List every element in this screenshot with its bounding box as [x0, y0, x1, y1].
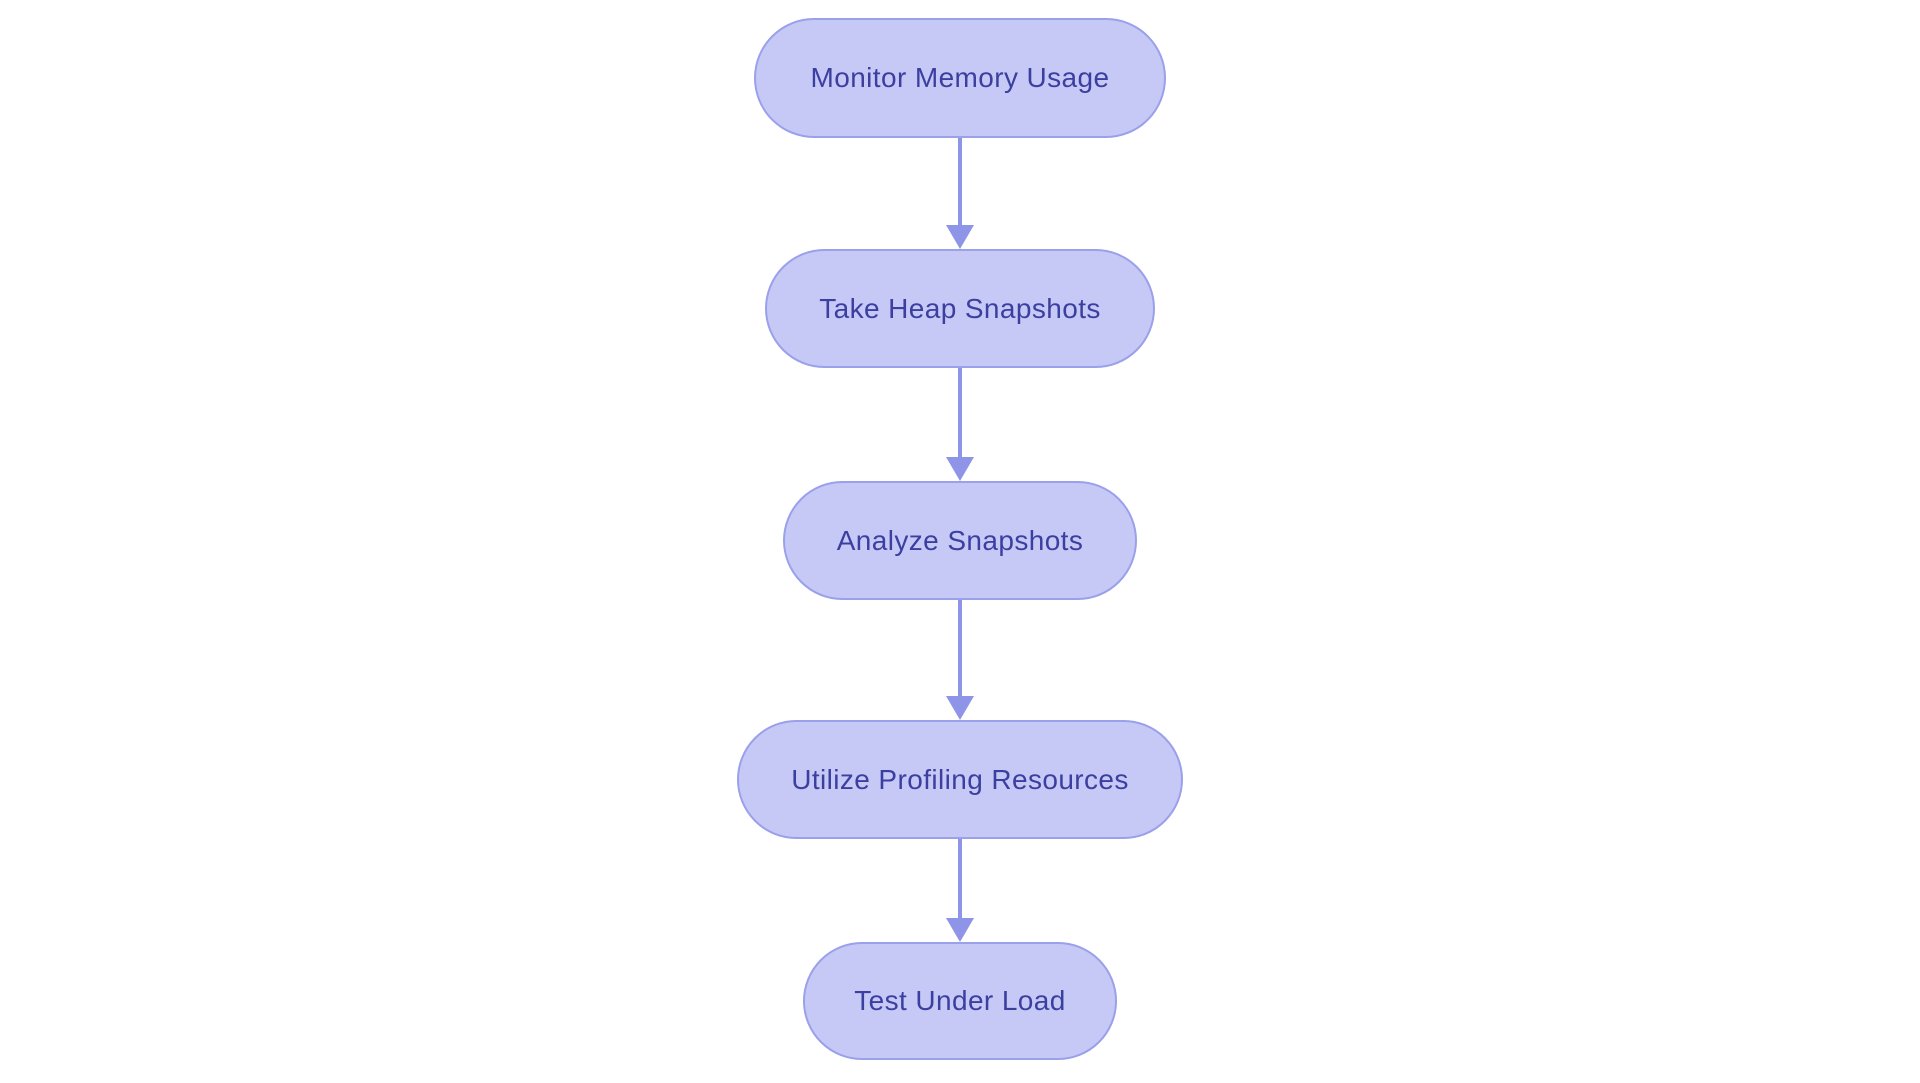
flow-node-take-heap-snapshots: Take Heap Snapshots — [765, 249, 1155, 368]
flow-arrow-n3-n4 — [946, 600, 974, 720]
arrow-shaft — [958, 839, 962, 918]
arrow-head-icon — [946, 457, 974, 481]
flow-node-utilize-profiling-resources: Utilize Profiling Resources — [737, 720, 1183, 839]
flow-node-label: Take Heap Snapshots — [819, 292, 1101, 324]
flow-arrow-n4-n5 — [946, 839, 974, 942]
flow-node-label: Monitor Memory Usage — [810, 62, 1110, 93]
flow-node-monitor-memory-usage: Monitor Memory Usage — [754, 18, 1166, 138]
arrow-shaft — [958, 368, 962, 457]
flow-arrow-n1-n2 — [946, 138, 974, 249]
arrow-shaft — [958, 138, 962, 225]
arrow-head-icon — [946, 696, 974, 720]
flow-node-label: Utilize Profiling Resources — [791, 763, 1129, 795]
flow-node-test-under-load: Test Under Load — [803, 942, 1117, 1060]
flow-node-label: Analyze Snapshots — [836, 524, 1084, 556]
arrow-head-icon — [946, 918, 974, 942]
flow-node-label: Test Under Load — [854, 985, 1066, 1016]
arrow-head-icon — [946, 225, 974, 249]
arrow-shaft — [958, 600, 962, 696]
flow-node-analyze-snapshots: Analyze Snapshots — [783, 481, 1137, 600]
flow-arrow-n2-n3 — [946, 368, 974, 481]
